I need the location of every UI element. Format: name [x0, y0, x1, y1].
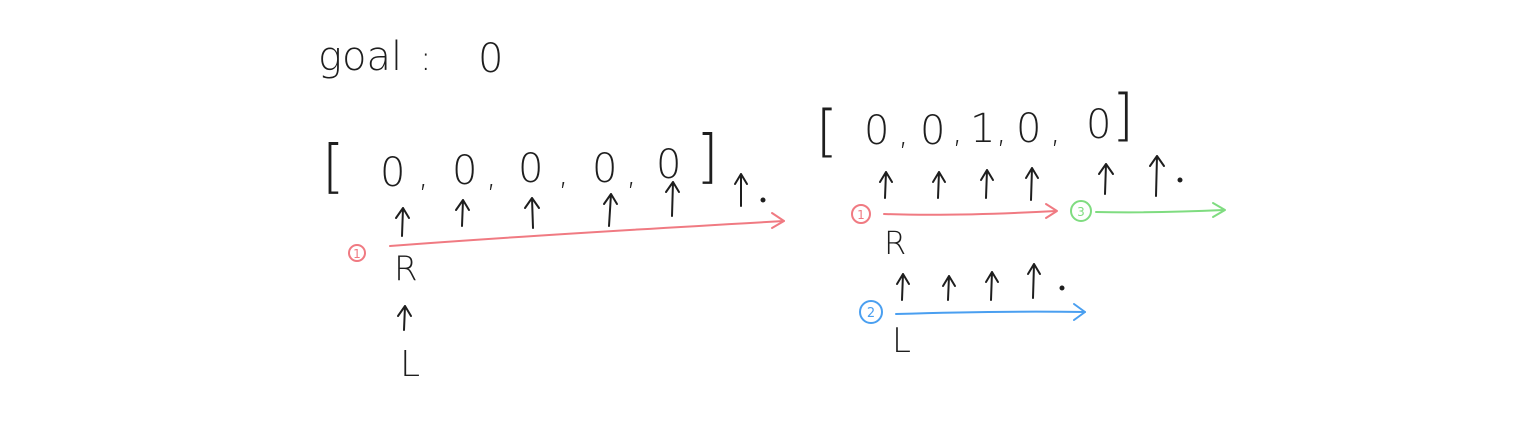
pass-marker-number: 3: [1077, 205, 1085, 219]
goal-colon: :: [420, 39, 431, 79]
pass-marker-circle: [1070, 200, 1092, 222]
arrowhead-icon: [1045, 203, 1058, 219]
left-right-pointer-label: R: [394, 249, 418, 289]
right-pass-3: 3: [1070, 200, 1226, 222]
left-array-comma-4: ,: [626, 153, 637, 193]
goal-value: 0: [478, 36, 503, 82]
pass-marker-number: 1: [857, 208, 865, 222]
right-array-item-5: 0: [1086, 102, 1111, 148]
right-array-item-1: 0: [864, 108, 889, 154]
pass-marker-number: 2: [867, 306, 875, 321]
up-arrow-icon: [942, 275, 956, 301]
right-array: [ 0 , 0 , 1 , 0 , 0 ]: [816, 83, 1134, 164]
right-pointer-arrows-row-2: [896, 263, 1065, 301]
right-array-comma-4: ,: [1050, 111, 1061, 151]
pass-marker-circle: [851, 204, 871, 224]
up-arrow-icon: [397, 305, 412, 331]
up-arrow-icon: [1098, 163, 1114, 195]
left-array-comma-3: ,: [558, 153, 569, 193]
left-left-pointer-label: L: [400, 344, 420, 385]
up-arrow-icon: [980, 169, 994, 199]
left-array-comma-2: ,: [486, 155, 497, 195]
goal-line: goal : 0: [318, 34, 503, 82]
right-pointer-arrows-row-1: [879, 155, 1183, 201]
left-array-item-4: 0: [592, 146, 617, 192]
right-array-open-bracket: [: [816, 99, 838, 164]
scan-arrow-line: [883, 210, 1057, 216]
scan-arrow-line: [1095, 209, 1225, 214]
scan-arrow-line: [895, 310, 1086, 315]
pass-marker-circle: [859, 300, 883, 324]
trailing-dot: [1177, 177, 1183, 183]
left-array: [ 0 , 0 , 0 , 0 , 0 ]: [322, 122, 719, 200]
right-array-item-4: 0: [1016, 106, 1041, 152]
up-arrow-icon: [932, 171, 946, 199]
right-array-comma-3: ,: [996, 111, 1007, 151]
up-arrow-icon: [603, 193, 618, 227]
left-array-item-5: 0: [656, 142, 681, 188]
arrowhead-icon: [771, 212, 785, 229]
goal-label: goal: [318, 34, 402, 80]
up-arrow-icon: [455, 199, 470, 227]
right-array-item-3: 1: [970, 106, 995, 152]
right-pass-2: 2: [859, 300, 1086, 324]
pass-marker-circle: [348, 244, 366, 262]
right-array-item-2: 0: [920, 108, 945, 154]
up-arrow-icon: [896, 273, 910, 301]
up-arrow-icon: [1027, 263, 1041, 299]
up-arrow-icon: [524, 197, 540, 229]
left-array-close-bracket: ]: [696, 122, 719, 190]
left-array-item-2: 0: [452, 148, 477, 194]
up-arrow-icon: [1025, 167, 1039, 201]
right-array-close-bracket: ]: [1112, 83, 1134, 148]
left-array-item-1: 0: [380, 150, 405, 196]
up-arrow-icon: [734, 173, 748, 207]
left-pass-1: 1: [348, 212, 785, 262]
up-arrow-icon: [879, 171, 893, 199]
right-right-pointer-label: R: [884, 224, 906, 262]
up-arrow-icon: [1149, 155, 1165, 197]
left-array-open-bracket: [: [322, 132, 345, 200]
left-array-item-3: 0: [518, 146, 543, 192]
right-left-pointer-label: L: [892, 321, 911, 361]
trailing-dot: [760, 197, 766, 203]
left-array-comma-1: ,: [418, 155, 429, 195]
pass-marker-number: 1: [353, 247, 361, 261]
right-pass-1: 1: [851, 203, 1058, 224]
up-arrow-icon: [395, 207, 410, 237]
right-array-comma-1: ,: [898, 113, 909, 153]
right-array-comma-2: ,: [952, 111, 963, 151]
trailing-dot: [1059, 285, 1065, 291]
scan-arrow-line: [389, 220, 785, 247]
arrowhead-icon: [1073, 303, 1086, 321]
arrowhead-icon: [1212, 202, 1226, 218]
up-arrow-icon: [665, 181, 680, 217]
up-arrow-icon: [985, 271, 999, 301]
left-pointer-arrows: [395, 173, 766, 237]
